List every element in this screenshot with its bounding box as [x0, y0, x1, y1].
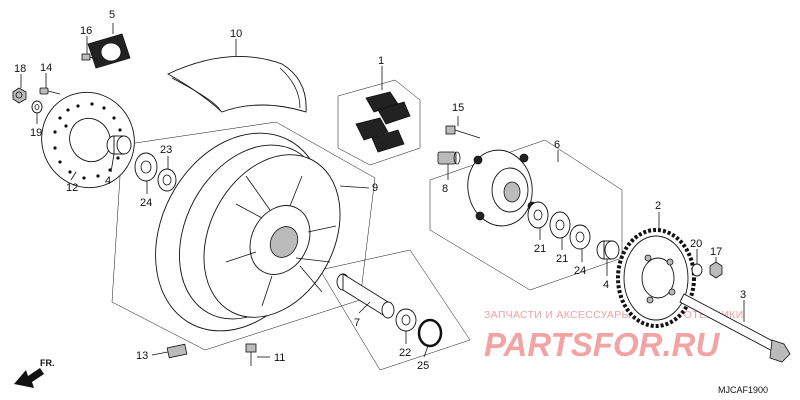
bearing-22: [395, 308, 417, 332]
callout-4-left: 4: [105, 175, 111, 187]
callout-10: 10: [230, 28, 242, 40]
bearing-21b: [549, 211, 571, 239]
callout-16: 16: [80, 25, 92, 37]
callout-20: 20: [690, 238, 702, 250]
callout-24-left: 24: [140, 197, 152, 209]
callout-14: 14: [40, 62, 52, 74]
washer-20: [691, 263, 703, 277]
o-ring-25: [417, 318, 443, 348]
callout-23: 23: [160, 144, 172, 156]
callout-6: 6: [554, 139, 560, 151]
valve-11: [245, 343, 257, 366]
callout-8: 8: [442, 183, 448, 195]
callout-18: 18: [14, 63, 26, 75]
damper-rubbers: [355, 91, 411, 153]
callout-9: 9: [372, 182, 378, 194]
callout-15: 15: [452, 102, 464, 114]
axle: [679, 293, 791, 363]
callout-21a: 21: [534, 243, 546, 255]
callout-5: 5: [109, 9, 115, 21]
bearing-24-right: [569, 224, 591, 250]
diagram-code: MJCAF1900: [718, 385, 768, 395]
watermark-brand: PARTSFOR.RU: [484, 326, 720, 363]
driven-flange: [467, 149, 537, 227]
bolt-15: [445, 125, 481, 139]
sprocket: [616, 228, 696, 328]
callout-24-right: 24: [574, 265, 586, 277]
callout-7: 7: [354, 317, 360, 329]
callout-21b: 21: [556, 253, 568, 265]
tire: [167, 56, 307, 113]
callout-13: 13: [136, 350, 148, 362]
nut-18: [12, 87, 27, 104]
axle-spacer: [336, 273, 395, 319]
callout-11: 11: [274, 352, 285, 364]
front-direction-arrow: FR.: [14, 358, 55, 388]
seal-23: [157, 168, 177, 192]
callout-25: 25: [417, 360, 429, 372]
callout-3: 3: [740, 289, 746, 301]
brake-disc: [41, 91, 135, 189]
nut-17: [709, 261, 723, 279]
damper-group-outline: [337, 79, 421, 166]
callout-12: 12: [66, 182, 78, 194]
bolt-16: [81, 53, 99, 61]
sprocket-plate-5: [87, 33, 131, 69]
collar-4-right: [596, 240, 620, 260]
weight-13: [166, 343, 188, 359]
washer-19: [31, 100, 43, 114]
bearing-21a: [527, 201, 549, 229]
callout-1: 1: [378, 55, 384, 67]
callout-17: 17: [710, 246, 722, 258]
callout-2: 2: [655, 200, 661, 212]
callout-19: 19: [30, 127, 42, 139]
bolt-14: [39, 87, 61, 95]
callout-22: 22: [399, 347, 411, 359]
wheel-rim: [155, 132, 341, 332]
callout-4-right: 4: [603, 279, 609, 291]
collar-8: [437, 151, 461, 165]
bearing-24-left: [134, 152, 158, 182]
front-label: FR.: [40, 358, 55, 368]
axle-group-outline: [319, 249, 471, 371]
collar-4-left: [106, 135, 132, 155]
